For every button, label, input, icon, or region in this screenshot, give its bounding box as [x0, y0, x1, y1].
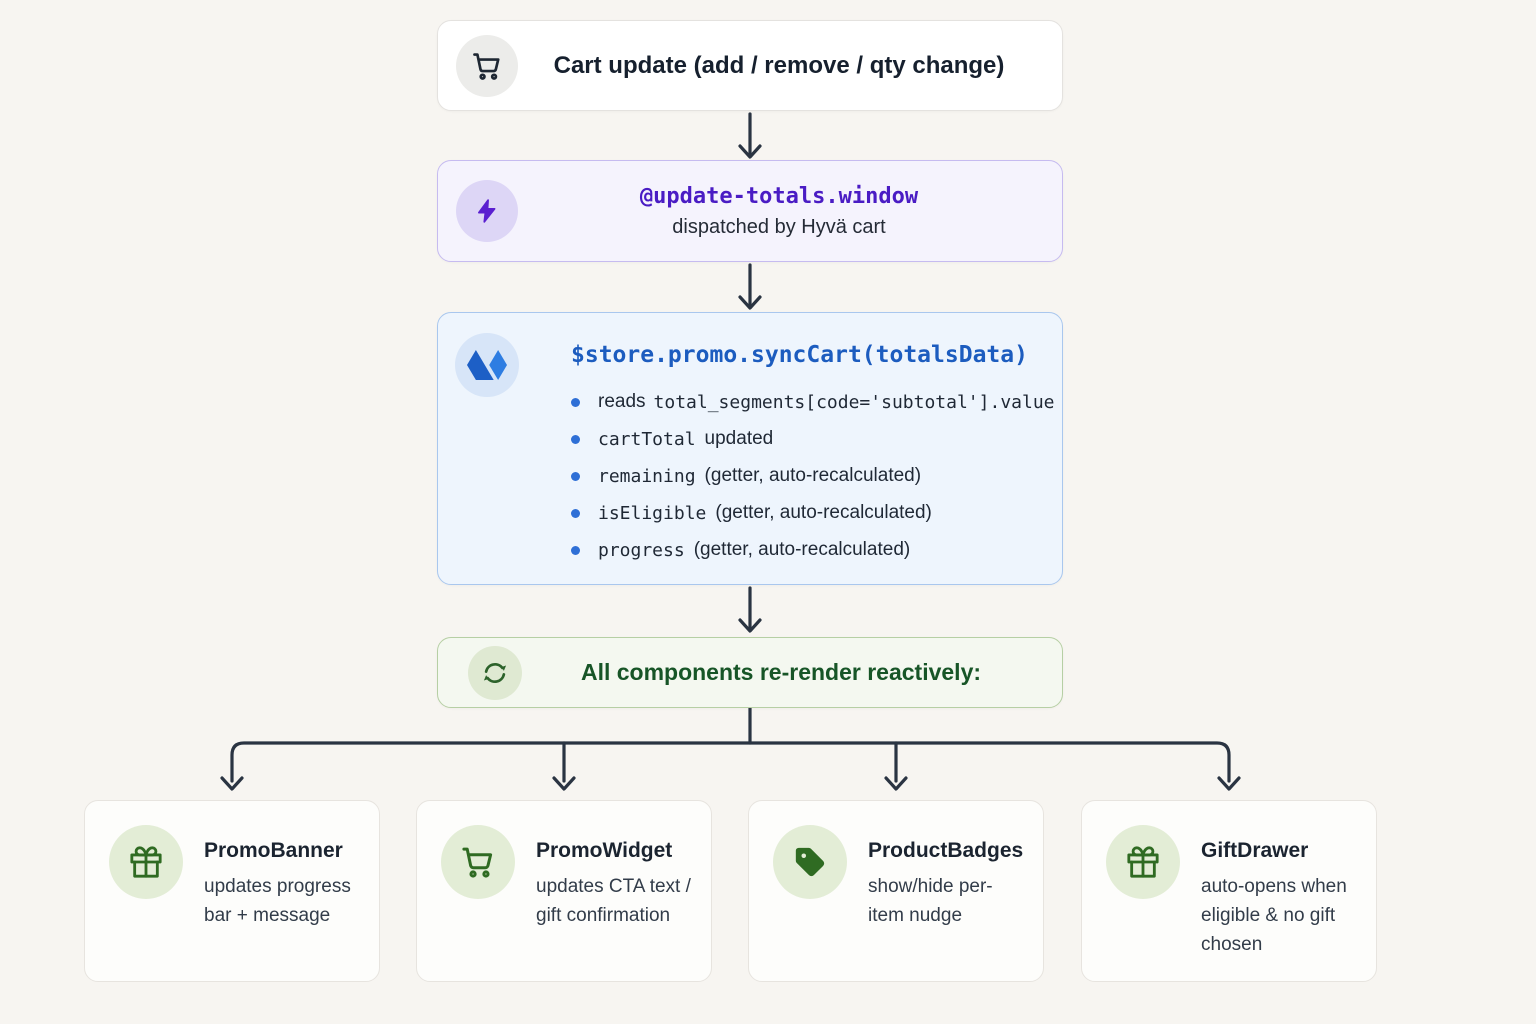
component-name: PromoBanner — [204, 839, 343, 862]
gift-icon — [1106, 825, 1180, 899]
card-promobanner: PromoBanner updates progress bar + messa… — [84, 800, 380, 982]
component-name: ProductBadges — [868, 839, 1024, 862]
alpinejs-logo-icon — [455, 333, 519, 397]
store-sync-title: $store.promo.syncCart(totalsData) — [571, 342, 1028, 368]
bullet-item: reads total_segments[code='subtotal'].va… — [571, 391, 1055, 413]
bullet-dot-icon — [571, 471, 580, 481]
cart-icon — [441, 825, 515, 899]
component-name: PromoWidget — [536, 839, 673, 862]
event-subtitle: dispatched by Hyvä cart — [672, 215, 886, 238]
lightning-icon — [456, 180, 518, 242]
refresh-icon — [468, 645, 522, 700]
card-promowidget: PromoWidget updates CTA text / gift conf… — [416, 800, 712, 982]
component-description: auto-opens when eligible & no gift chose… — [1201, 876, 1347, 955]
node-cart-update: Cart update (add / remove / qty change) — [437, 20, 1063, 111]
node-update-totals-event: @update-totals.window dispatched by Hyvä… — [437, 160, 1063, 262]
node-rerender: All components re-render reactively: — [437, 637, 1063, 708]
bullet-dot-icon — [571, 397, 580, 407]
bullet-item: remaining (getter, auto-recalculated) — [571, 465, 1055, 487]
component-name: GiftDrawer — [1201, 839, 1309, 862]
store-sync-bullet-list: reads total_segments[code='subtotal'].va… — [571, 391, 1055, 561]
rerender-title: All components re-render reactively: — [580, 659, 982, 685]
component-description: updates progress bar + message — [204, 876, 351, 926]
cart-icon — [456, 34, 518, 97]
gift-icon — [109, 825, 183, 899]
card-giftdrawer: GiftDrawer auto-opens when eligible & no… — [1081, 800, 1377, 982]
card-productbadges: ProductBadges show/hide per-item nudge — [748, 800, 1044, 982]
bullet-dot-icon — [571, 434, 580, 444]
component-description: updates CTA text / gift confirmation — [536, 876, 691, 926]
component-description: show/hide per-item nudge — [868, 876, 993, 926]
node-store-sync: $store.promo.syncCart(totalsData) reads … — [437, 312, 1063, 585]
bullet-item: progress (getter, auto-recalculated) — [571, 539, 1055, 561]
bullet-dot-icon — [571, 545, 580, 555]
node-cart-update-title: Cart update (add / remove / qty change) — [553, 51, 1005, 79]
bullet-dot-icon — [571, 508, 580, 518]
bullet-item: isEligible (getter, auto-recalculated) — [571, 502, 1055, 524]
tag-icon — [773, 825, 847, 899]
event-name: @update-totals.window — [639, 183, 919, 209]
bullet-item: cartTotal updated — [571, 428, 1055, 450]
